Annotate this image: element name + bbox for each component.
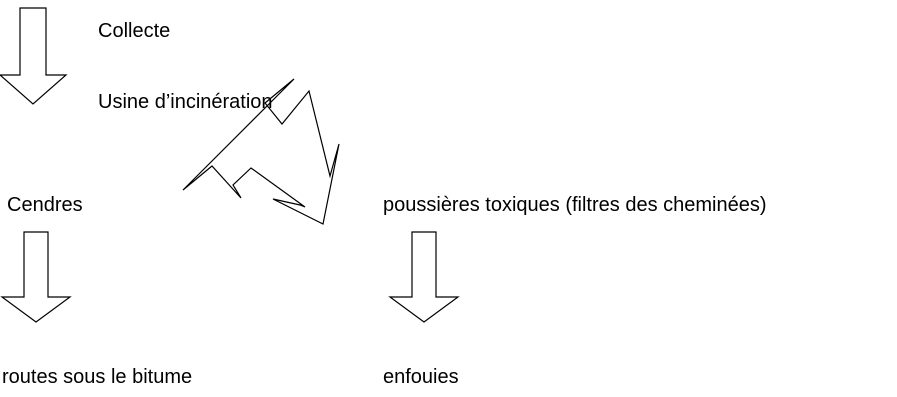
node-collecte: Collecte — [98, 20, 171, 42]
node-cendres: Cendres — [7, 194, 83, 216]
node-usine: Usine d’incinération — [98, 91, 273, 113]
node-enfouies: enfouies — [383, 366, 459, 388]
node-routes: routes sous le bitume — [2, 366, 193, 388]
down-arrow-cendres — [0, 231, 72, 323]
node-poussieres: poussières toxiques (filtres des cheminé… — [383, 194, 767, 216]
down-arrow-poussieres — [388, 231, 460, 323]
down-arrow-collecte — [0, 7, 68, 105]
bent-arrow-split — [182, 78, 340, 225]
